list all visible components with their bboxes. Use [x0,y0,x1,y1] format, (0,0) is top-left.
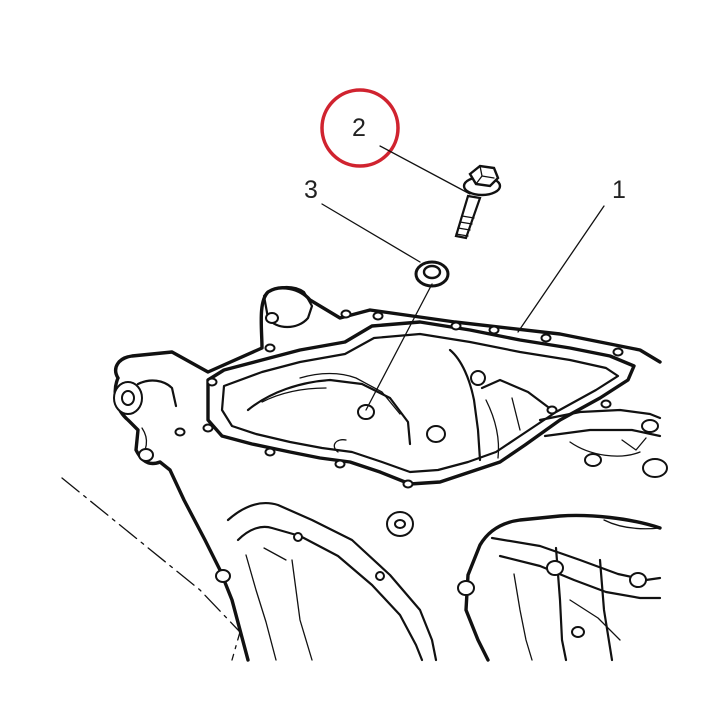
callout-1: 1 [517,176,626,333]
washer-part [414,260,450,288]
center-line [61,477,241,661]
callout-2: 2 [320,88,471,195]
callout-1-label: 1 [612,176,626,204]
callout-3: 3 [304,176,421,263]
callout-3-label: 3 [304,176,318,204]
rim-bolt-holes [174,309,624,489]
frame-part [113,286,668,662]
callout-2-label: 2 [352,114,366,142]
assembly-line [365,283,433,411]
bolt-part [454,164,502,240]
callout-2-highlight-ring [320,88,400,168]
